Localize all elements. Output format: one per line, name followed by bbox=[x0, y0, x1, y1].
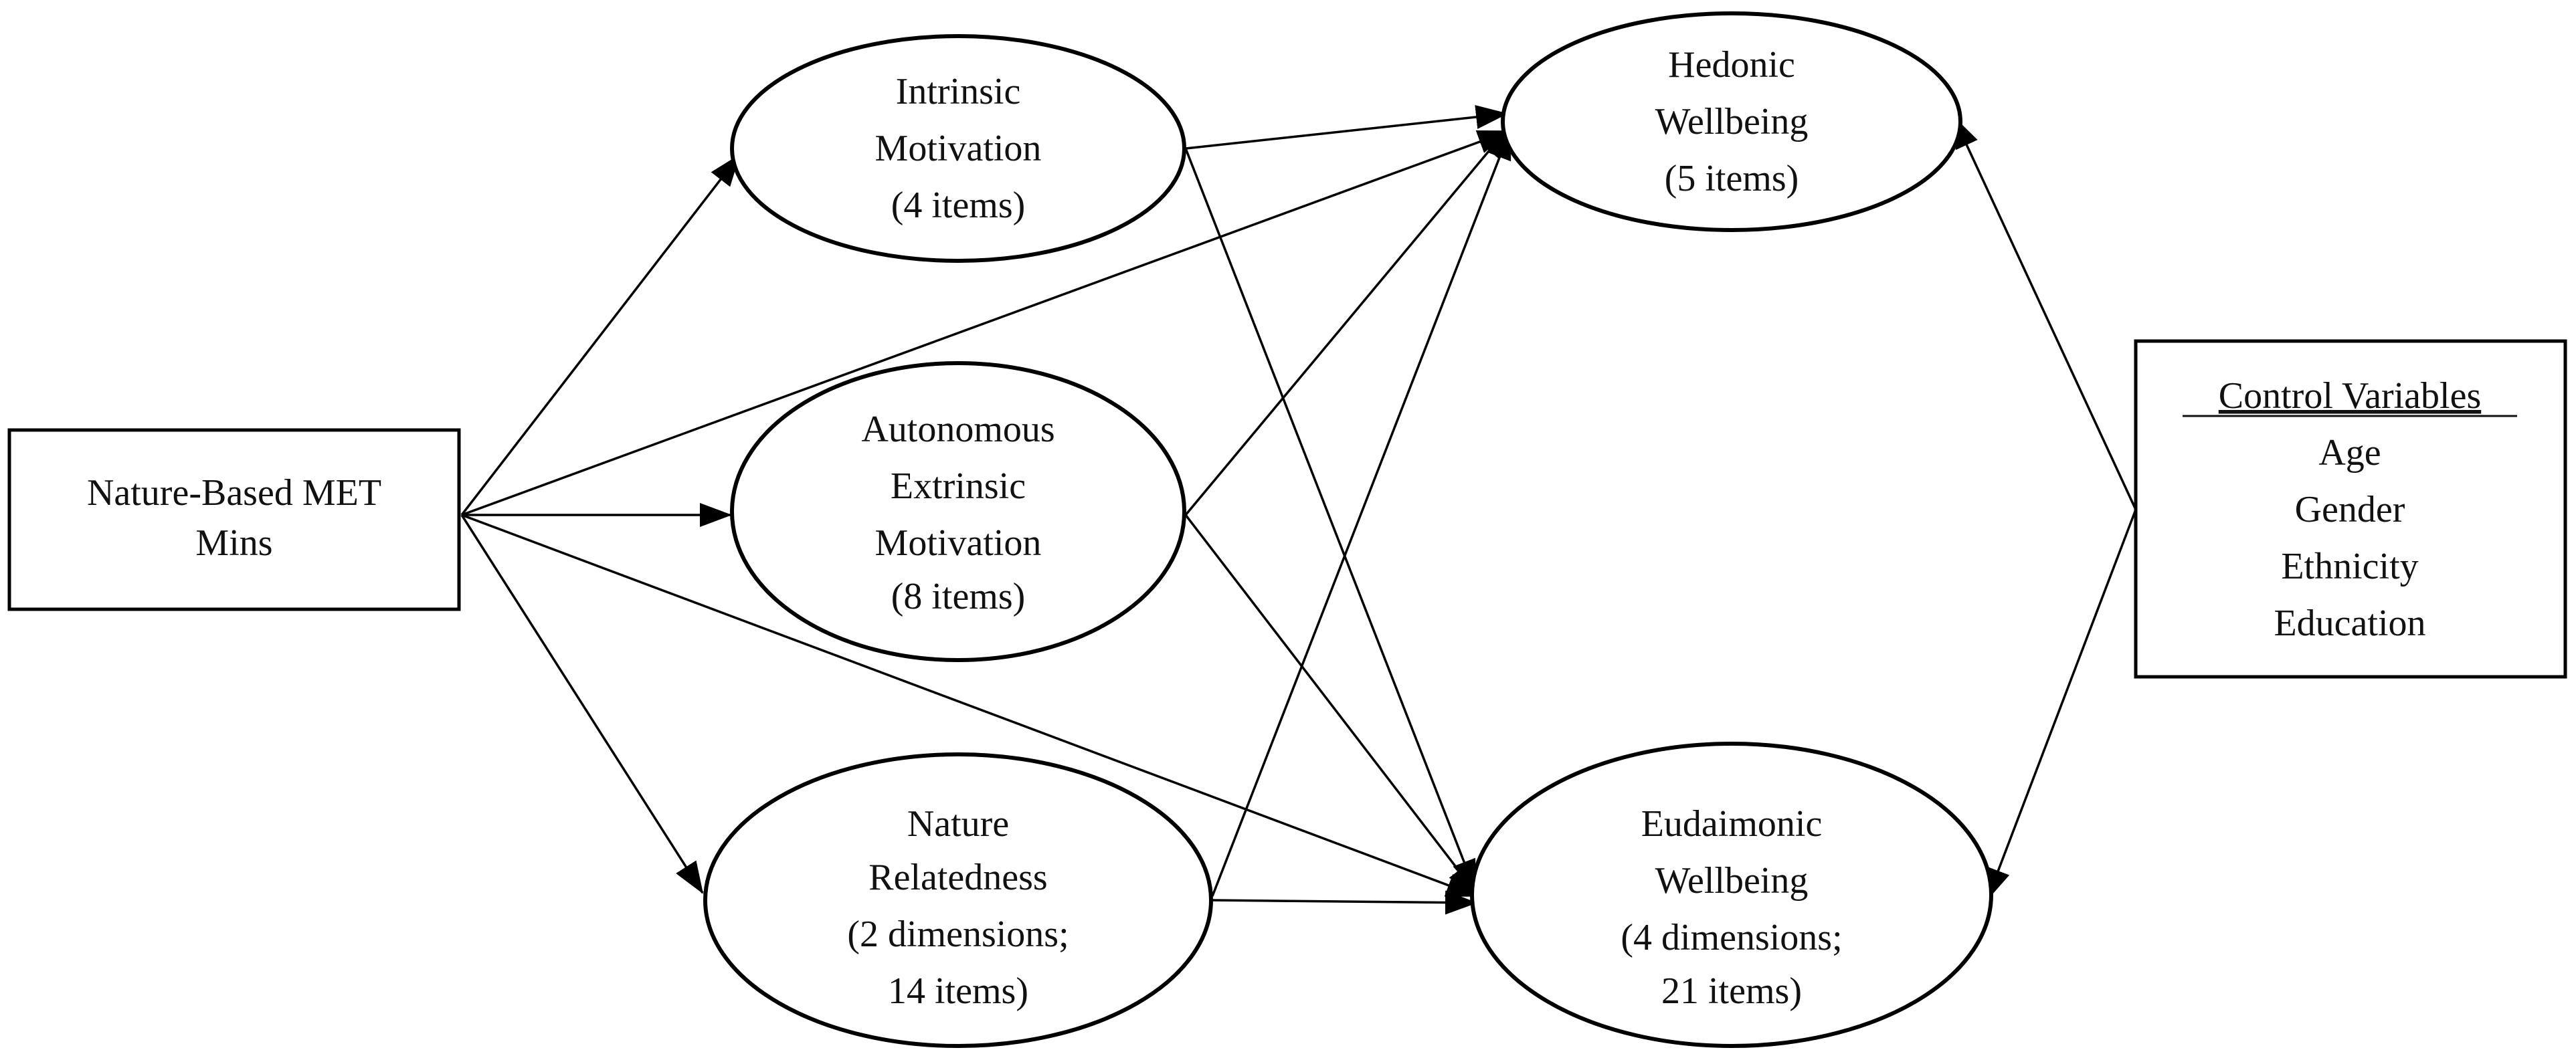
arrow-autonomous-to-hedonic bbox=[1184, 126, 1510, 516]
node-label-line: Mins bbox=[195, 522, 272, 564]
node-label-line: (4 dimensions; bbox=[1621, 917, 1842, 958]
node-intrinsic-motivation: Intrinsic Motivation (4 items) bbox=[730, 34, 1186, 263]
path-arrows bbox=[460, 105, 2137, 915]
node-label-line: 14 items) bbox=[888, 970, 1028, 1012]
node-control-variables: Control Variables Age Gender Ethnicity E… bbox=[2134, 339, 2567, 679]
node-label-line: Wellbeing bbox=[1655, 101, 1809, 142]
node-label-line: Motivation bbox=[875, 522, 1042, 564]
node-label-line: Motivation bbox=[875, 128, 1042, 169]
node-label-line: (8 items) bbox=[891, 576, 1026, 617]
node-label-line: Eudaimonic bbox=[1641, 803, 1823, 845]
node-hedonic-wellbeing: Hedonic Wellbeing (5 items) bbox=[1501, 11, 1962, 232]
arrow-nature-relatedness-to-hedonic bbox=[1211, 127, 1512, 897]
control-variable-item: Education bbox=[2274, 603, 2425, 644]
node-label-line: Extrinsic bbox=[891, 465, 1026, 507]
node-autonomous-extrinsic-motivation: Autonomous Extrinsic Motivation (8 items… bbox=[730, 361, 1186, 662]
node-label-line: Wellbeing bbox=[1655, 860, 1809, 902]
node-label-line: Hedonic bbox=[1668, 44, 1795, 86]
control-variable-item: Ethnicity bbox=[2281, 546, 2418, 587]
control-variable-item: Age bbox=[2318, 432, 2381, 473]
arrow-autonomous-to-eudaimonic bbox=[1184, 514, 1479, 896]
control-variable-item: Gender bbox=[2295, 489, 2405, 530]
node-nature-relatedness: Nature Relatedness (2 dimensions; 14 ite… bbox=[703, 752, 1213, 1048]
arrow-intrinsic-to-hedonic bbox=[1185, 105, 1508, 150]
arrow-source-to-eudaimonic bbox=[461, 514, 1479, 898]
node-label-line: Nature-Based MET bbox=[87, 472, 381, 514]
arrow-intrinsic-to-eudaimonic bbox=[1184, 148, 1477, 892]
control-variables-heading: Control Variables bbox=[2219, 375, 2481, 417]
node-label-line: 21 items) bbox=[1661, 970, 1802, 1012]
arrow-nature-relatedness-to-eudaimonic bbox=[1212, 890, 1477, 915]
node-label-line: Nature bbox=[907, 803, 1009, 845]
arrow-controls-to-hedonic bbox=[1952, 116, 2137, 510]
node-label-line: Relatedness bbox=[868, 857, 1047, 898]
node-nature-based-met-mins: Nature-Based MET Mins bbox=[7, 428, 461, 611]
arrow-controls-to-eudaimonic bbox=[1986, 509, 2137, 901]
arrow-source-to-hedonic bbox=[461, 130, 1510, 516]
node-label-line: Autonomous bbox=[861, 409, 1054, 450]
node-label-line: (4 items) bbox=[891, 185, 1026, 226]
arrow-source-to-intrinsic bbox=[460, 154, 741, 516]
node-label-line: (2 dimensions; bbox=[847, 914, 1069, 955]
node-eudaimonic-wellbeing: Eudaimonic Wellbeing (4 dimensions; 21 i… bbox=[1470, 742, 1993, 1048]
node-label-line: (5 items) bbox=[1665, 158, 1799, 199]
arrow-source-to-nature-relatedness bbox=[460, 514, 704, 894]
node-label-line: Intrinsic bbox=[896, 71, 1021, 112]
